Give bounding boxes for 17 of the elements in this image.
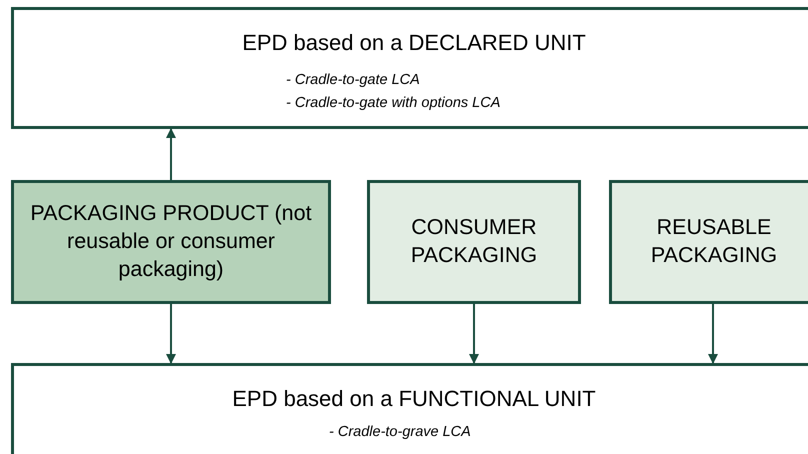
arrow: [166, 304, 176, 364]
category-label: CONSUMER PACKAGING: [410, 214, 538, 269]
lca-type: - Cradle-to-gate LCA: [286, 72, 420, 88]
lca-type: - Cradle-to-grave LCA: [329, 424, 471, 440]
category-box: [609, 180, 808, 304]
category-label: REUSABLE PACKAGING: [650, 214, 778, 269]
category-box: [11, 180, 331, 304]
unit-box: [11, 7, 808, 129]
category-label: PACKAGING PRODUCT (not reusable or consumer packaging): [29, 200, 313, 283]
category-box: [367, 180, 581, 304]
unit-title: EPD based on a FUNCTIONAL UNIT: [231, 386, 597, 412]
arrow: [708, 304, 718, 364]
lca-type: - Cradle-to-gate with options LCA: [286, 95, 500, 111]
arrow: [166, 128, 176, 180]
unit-box: [11, 363, 808, 454]
arrow: [469, 304, 479, 364]
unit-title: EPD based on a DECLARED UNIT: [241, 30, 587, 56]
